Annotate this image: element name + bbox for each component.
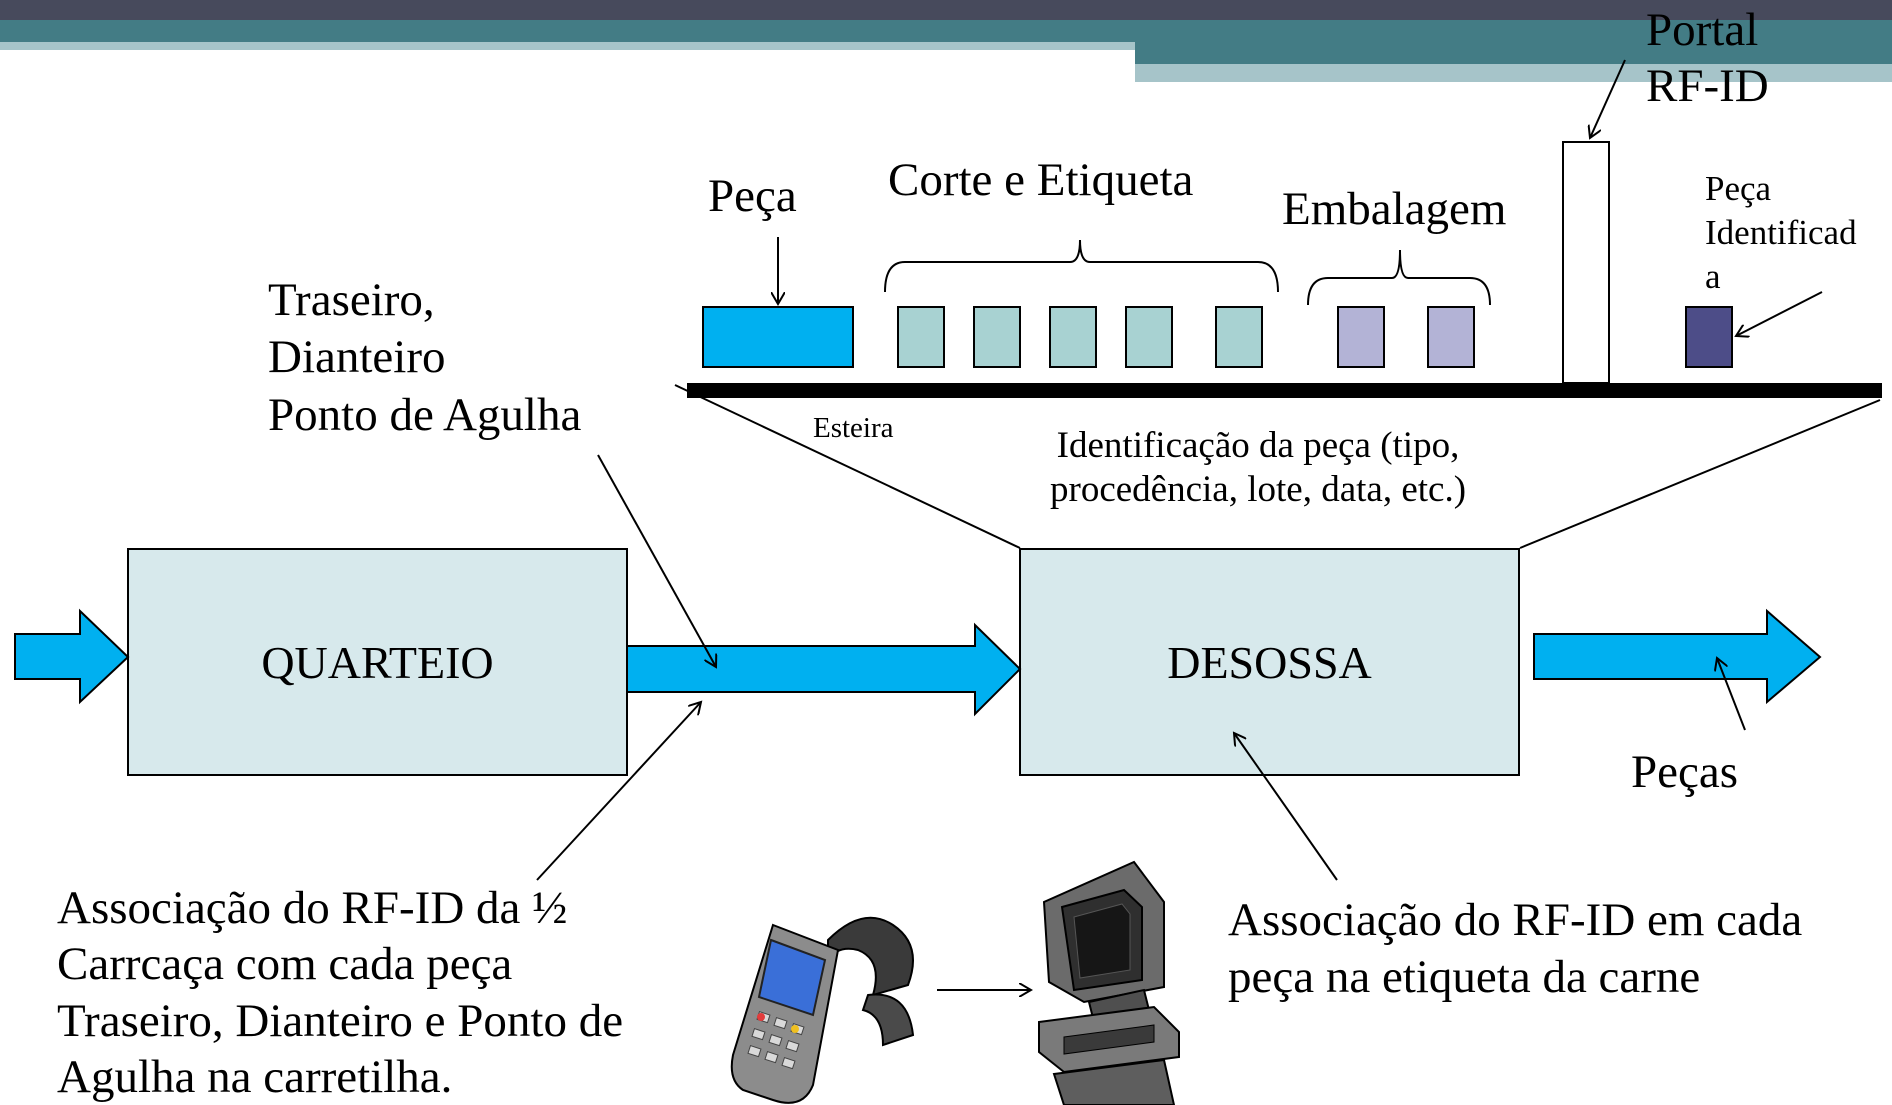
header-light-band-left bbox=[0, 42, 1135, 50]
rfid-each-piece-pointer-arrow bbox=[1234, 733, 1338, 881]
pieces-out-annotation: Peças bbox=[1631, 746, 1739, 798]
pieces-pointer-arrow bbox=[1717, 658, 1746, 731]
identified-piece-label: Peça Identificad a bbox=[1705, 169, 1857, 296]
packaging-label: Embalagem bbox=[1282, 183, 1507, 235]
raw-piece-block bbox=[702, 306, 854, 368]
zoom-lines bbox=[674, 384, 1881, 549]
rfid-portal bbox=[1562, 141, 1610, 384]
cuts-annotation: Traseiro, Dianteiro Ponto de Agulha bbox=[268, 274, 582, 441]
packaging-block bbox=[1337, 306, 1385, 368]
identified-piece-block bbox=[1685, 306, 1733, 368]
input-flow-arrow bbox=[14, 608, 130, 705]
header-light-band-right bbox=[1135, 64, 1892, 82]
cut-block bbox=[897, 306, 945, 368]
quarteio-label: QUARTEIO bbox=[261, 636, 494, 688]
conveyor-belt bbox=[687, 383, 1882, 398]
packaging-blocks bbox=[1337, 306, 1475, 368]
desossa-process-box bbox=[1019, 548, 1520, 776]
rfid-half-carcass-pointer-arrow bbox=[536, 702, 701, 881]
cut-label-blocks bbox=[897, 306, 1263, 368]
zoom-line-right bbox=[1519, 399, 1881, 549]
quarteio-process-box bbox=[127, 548, 628, 776]
portal-rfid-label: Portal RF-ID bbox=[1646, 4, 1769, 113]
zoom-line-left bbox=[674, 384, 1021, 549]
conveyor-label: Esteira bbox=[813, 412, 894, 444]
computer-terminal-icon bbox=[1038, 860, 1180, 1105]
header-teal-band bbox=[0, 20, 1892, 42]
cut-block bbox=[1049, 306, 1097, 368]
identified-piece-pointer-arrow bbox=[1736, 291, 1823, 336]
header-bars bbox=[0, 0, 1892, 82]
packaging-block bbox=[1427, 306, 1475, 368]
rfid-half-carcass-annotation: Associação do RF-ID da ½ Carrcaça com ca… bbox=[57, 882, 624, 1104]
quarteio-to-desossa-flow-arrow bbox=[626, 622, 1022, 717]
packaging-group-brace bbox=[1307, 249, 1491, 306]
cut-block bbox=[1215, 306, 1263, 368]
cut-block bbox=[973, 306, 1021, 368]
handheld-rfid-reader-icon bbox=[730, 916, 915, 1104]
header-dark-band bbox=[0, 0, 1892, 20]
piece-label: Peça bbox=[708, 170, 797, 222]
cut-group-brace bbox=[884, 239, 1279, 293]
output-flow-arrow bbox=[1533, 608, 1822, 705]
cuts-pointer-arrow bbox=[597, 454, 716, 667]
desossa-label: DESOSSA bbox=[1167, 636, 1372, 688]
portal-pointer-arrow bbox=[1590, 59, 1626, 138]
header-teal-band-right bbox=[1135, 42, 1892, 64]
cut-and-label-label: Corte e Etiqueta bbox=[888, 154, 1194, 206]
cut-block bbox=[1125, 306, 1173, 368]
rfid-each-piece-annotation: Associação do RF-ID em cada peça na etiq… bbox=[1228, 894, 1803, 1004]
identification-text: Identificação da peça (tipo, procedência… bbox=[1050, 425, 1467, 511]
